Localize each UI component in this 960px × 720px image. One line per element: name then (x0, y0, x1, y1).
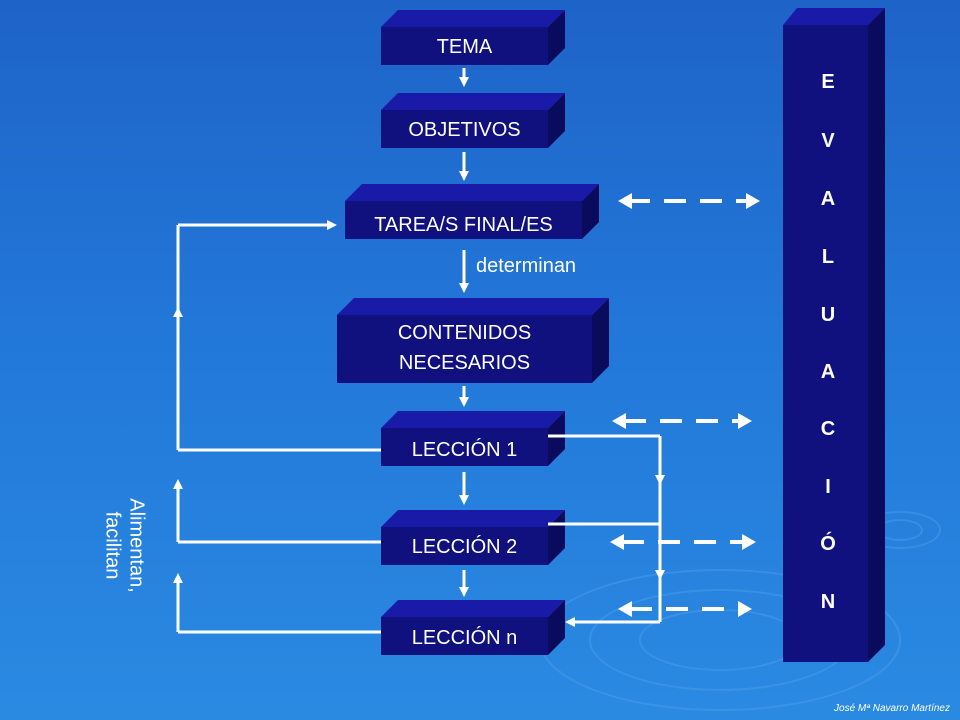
lesson-connector (548, 434, 665, 627)
eval-letter: L (821, 246, 835, 268)
label-determinan: determinan (476, 255, 577, 277)
label-leccion-1: LECCIÓN 1 (411, 439, 518, 461)
label-contenidos-2: NECESARIOS (398, 352, 531, 374)
eval-letter: U (820, 304, 836, 326)
eval-letter: I (825, 476, 831, 498)
box-tarea-final (345, 184, 599, 239)
box-tema (381, 10, 565, 65)
label-tarea-final: TAREA/S FINAL/ES (374, 214, 553, 236)
box-leccion-1 (381, 411, 565, 466)
label-alimentan: Alimentan, (125, 498, 148, 593)
eval-letter: A (820, 361, 836, 383)
label-leccion-2: LECCIÓN 2 (411, 536, 518, 558)
eval-letter: Ó (820, 533, 836, 555)
label-objetivos: OBJETIVOS (408, 119, 521, 141)
feedback-loop (173, 220, 381, 634)
box-objetivos (381, 93, 565, 148)
label-contenidos-1: CONTENIDOS (397, 322, 532, 344)
eval-letter: E (821, 71, 835, 93)
label-tema: TEMA (436, 36, 493, 58)
eval-letter: A (820, 188, 836, 210)
label-leccion-n: LECCIÓN n (411, 627, 518, 649)
eval-letter: V (821, 130, 835, 152)
eval-letter: C (820, 418, 836, 440)
label-facilitan: facilitan (101, 511, 124, 580)
box-leccion-n (381, 600, 565, 655)
box-contenidos (337, 298, 609, 383)
author-credit: José Mª Navarro Martínez (834, 703, 950, 714)
eval-letter: N (820, 591, 836, 613)
evaluacion-column (783, 8, 885, 662)
